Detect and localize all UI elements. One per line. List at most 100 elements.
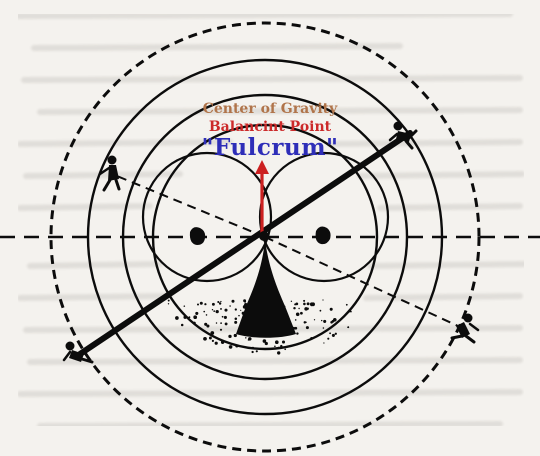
speckle-dot xyxy=(168,300,170,302)
speckle-dot xyxy=(335,333,337,335)
speckle-dot xyxy=(228,335,231,338)
center-of-gravity-label: Center of Gravity xyxy=(0,101,540,117)
speckle-dot xyxy=(243,299,246,302)
speckle-dot xyxy=(265,342,268,345)
speckle-dot xyxy=(195,312,198,315)
dashed-line-to-bottom-right-figure xyxy=(265,237,458,326)
speckle-dot xyxy=(216,310,219,313)
speckle-dot xyxy=(203,337,207,341)
right-weight-icon xyxy=(316,227,331,245)
speckle-dot xyxy=(330,308,333,311)
speckle-dot xyxy=(183,316,186,319)
speckle-dot xyxy=(209,337,212,340)
speckle-dot xyxy=(280,345,282,347)
speckle-dot xyxy=(350,311,351,312)
speckle-dot xyxy=(305,322,307,324)
speckle-dot xyxy=(206,314,208,316)
speckle-dot xyxy=(220,329,222,331)
speckle-dot xyxy=(220,322,222,324)
speckle-dot xyxy=(168,303,169,304)
speckle-dot xyxy=(300,312,303,315)
speckle-dot xyxy=(251,351,253,353)
speckle-dot xyxy=(212,303,215,306)
speckle-dot xyxy=(235,318,238,321)
left-small-circle xyxy=(143,153,271,281)
speckle-dot xyxy=(193,322,196,325)
speckle-dot xyxy=(298,308,299,309)
speckle-dot xyxy=(296,313,300,317)
speckle-dot xyxy=(310,302,314,306)
speckle-dot xyxy=(200,302,203,305)
speckle-dot xyxy=(314,319,315,320)
speckle-dot xyxy=(224,309,227,312)
speckle-dot xyxy=(256,350,258,352)
fulcrum-label: "Fulcrum" xyxy=(0,134,540,161)
balancing-point-label: Balancint Point xyxy=(0,119,540,135)
speckle-dot xyxy=(282,340,285,343)
speckle-dot xyxy=(320,310,322,312)
speckle-dot xyxy=(291,301,292,302)
speckle-dot xyxy=(225,322,228,325)
speckle-dot xyxy=(222,316,224,318)
speckle-dot xyxy=(322,299,323,300)
speckle-dot xyxy=(193,315,197,319)
speckle-dot xyxy=(224,316,227,319)
speckle-dot xyxy=(310,337,313,340)
speckle-dot xyxy=(213,310,215,312)
speckle-dot xyxy=(234,321,237,324)
speckle-dot xyxy=(346,304,348,306)
speckle-dot xyxy=(307,302,310,305)
speckle-dot xyxy=(175,316,179,320)
speckle-dot xyxy=(323,327,325,329)
speckle-dot xyxy=(235,344,238,347)
arrow-head-icon xyxy=(255,160,269,174)
speckle-dot xyxy=(238,315,240,317)
speckle-dot xyxy=(197,303,199,305)
speckle-dot xyxy=(284,348,286,350)
speckle-dot xyxy=(323,342,324,343)
speckle-dot xyxy=(303,303,306,306)
speckle-dot xyxy=(220,308,222,310)
speckle-dot xyxy=(274,346,276,348)
speckle-dot xyxy=(252,347,254,349)
speckle-dot xyxy=(203,311,205,313)
speckle-dot xyxy=(212,340,214,342)
speckle-dot xyxy=(248,339,249,340)
speckle-dot xyxy=(188,316,190,318)
fulcrum-cone-icon xyxy=(236,240,296,338)
left-weight-icon xyxy=(190,227,205,245)
pivot-point xyxy=(259,231,269,241)
speckle-dot xyxy=(210,331,214,335)
speckle-dot xyxy=(295,303,298,306)
speckle-dot xyxy=(332,320,335,323)
speckle-dot xyxy=(293,307,295,309)
speckle-dot xyxy=(234,334,237,337)
speckle-dot xyxy=(240,310,241,311)
speckle-dot xyxy=(321,320,322,321)
speckle-dot xyxy=(323,320,326,323)
speckle-dot xyxy=(175,304,177,306)
speckle-dot xyxy=(294,327,297,330)
speckle-dot xyxy=(215,342,218,345)
speckle-dot xyxy=(220,301,221,302)
speckle-dot xyxy=(235,308,237,310)
speckle-dot xyxy=(275,340,279,344)
speckle-dot xyxy=(204,323,207,326)
speckle-dot xyxy=(204,303,206,305)
speckle-dot xyxy=(296,332,298,334)
speckle-dot xyxy=(229,345,233,349)
speckle-dot xyxy=(222,342,224,344)
speckle-dot xyxy=(306,326,309,329)
speckle-dot xyxy=(304,307,308,311)
speckle-dot xyxy=(216,322,218,324)
speckle-dot xyxy=(303,300,305,302)
speckle-dot xyxy=(278,347,279,348)
speckle-dot xyxy=(332,334,335,337)
speckle-dot xyxy=(277,351,280,354)
speckle-dot xyxy=(229,305,231,307)
speckle-dot xyxy=(219,302,221,304)
speckle-dot xyxy=(231,300,234,303)
speckle-dot xyxy=(295,319,297,321)
